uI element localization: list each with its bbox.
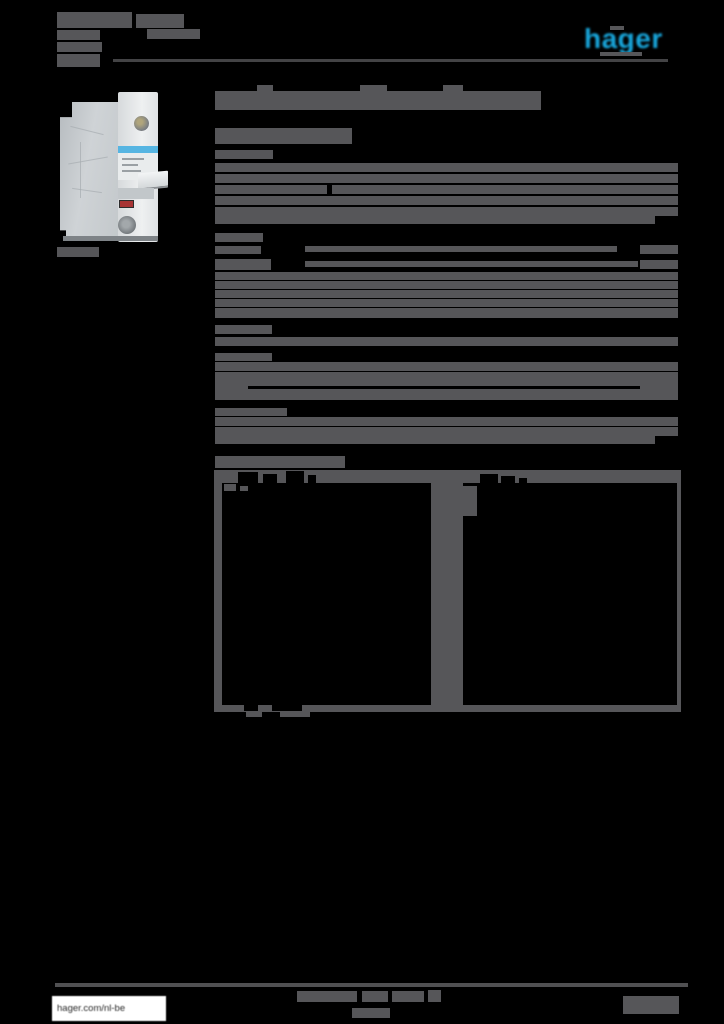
top-terminal-screw-icon: [134, 116, 149, 131]
coupling-lever: [138, 170, 168, 189]
redacted-text-block: [305, 246, 617, 252]
redacted-text-block: [215, 408, 287, 416]
redacted-text-block: [640, 386, 678, 389]
redacted-text-block: [215, 174, 678, 183]
redacted-text-block: [297, 991, 357, 1002]
redacted-text-block: [57, 247, 99, 257]
redacted-text-block: [57, 42, 102, 52]
redacted-text-block: [215, 386, 248, 389]
redacted-text-block: [215, 299, 678, 307]
redacted-text-block: [623, 996, 679, 1014]
redacted-text-block: [640, 245, 678, 254]
redacted-text-block: [215, 325, 272, 334]
redacted-text-block: [215, 362, 678, 371]
redacted-text-block: [215, 163, 678, 172]
drawing-mark: [519, 478, 527, 484]
redacted-text-block: [57, 12, 132, 28]
redacted-text-block: [360, 85, 387, 93]
redacted-text-block: [257, 85, 273, 93]
redacted-text-block: [215, 353, 272, 361]
redacted-text-block: [215, 207, 678, 216]
redacted-text-block: [215, 272, 678, 280]
drawing-mark: [480, 474, 498, 484]
redacted-text-block: [57, 54, 100, 67]
lever-shadow: [118, 188, 154, 199]
redacted-text-block: [610, 26, 624, 30]
label-text-line: [122, 158, 144, 160]
footer-divider: [55, 983, 688, 987]
redacted-text-block: [443, 85, 463, 93]
redacted-text-block: [57, 30, 100, 40]
redacted-text-block: [215, 290, 678, 298]
drawing-mark: [308, 475, 316, 483]
dimension-drawing-right: [463, 483, 677, 705]
module-body-side: [60, 102, 120, 240]
drawing-mark: [238, 472, 258, 483]
module-etching: [80, 142, 81, 198]
redacted-text-block: [215, 417, 678, 426]
redacted-text-block: [215, 91, 541, 110]
label-text-line: [122, 170, 141, 172]
redacted-text-block: [352, 1008, 390, 1018]
redacted-text-block: [215, 389, 678, 400]
header-divider: [113, 59, 668, 62]
drawing-label-mark: [240, 486, 248, 491]
website-link[interactable]: hager.com/nl-be: [52, 996, 166, 1021]
redacted-text-block: [215, 259, 271, 270]
redacted-text-block: [362, 991, 388, 1002]
redacted-text-block: [215, 456, 345, 468]
dimension-drawing-left: [222, 483, 431, 705]
redacted-text-block: [305, 261, 638, 267]
redacted-text-block: [215, 150, 273, 159]
label-text-line: [122, 164, 138, 166]
redacted-text-block: [215, 372, 678, 381]
redacted-text-block: [136, 14, 184, 28]
redacted-text-block: [392, 991, 424, 1002]
module-base: [63, 236, 158, 241]
redacted-text-block: [215, 196, 678, 205]
drawing-mark: [501, 476, 515, 484]
drawing-mark: [244, 705, 258, 711]
drawing-mark: [263, 474, 277, 483]
drawing-mark: [286, 471, 304, 483]
redacted-text-block: [280, 712, 310, 717]
redacted-text-block: [332, 185, 678, 194]
redacted-text-block: [246, 712, 262, 717]
redacted-text-block: [215, 308, 678, 318]
redacted-text-block: [428, 990, 441, 1002]
redacted-text-block: [215, 281, 678, 289]
label-blue-band: [118, 146, 158, 153]
redacted-text-block: [215, 128, 352, 144]
redacted-text-block: [600, 52, 642, 56]
redacted-text-block: [215, 185, 327, 194]
redacted-text-block: [215, 233, 263, 242]
redacted-text-block: [215, 246, 261, 254]
bottom-terminal-screw-icon: [118, 216, 136, 234]
drawing-label-mark: [463, 486, 477, 516]
redacted-text-block: [215, 216, 655, 224]
redacted-text-block: [147, 29, 200, 39]
redacted-text-block: [640, 260, 678, 269]
redacted-text-block: [215, 436, 655, 444]
drawing-mark: [272, 705, 302, 711]
technical-drawings-panel: [214, 470, 681, 712]
redacted-text-block: [215, 337, 678, 346]
redacted-text-block: [215, 381, 678, 386]
redacted-text-block: [215, 427, 678, 436]
drawing-label-mark: [224, 484, 236, 491]
product-photo: [56, 90, 168, 246]
status-indicator-window: [119, 200, 134, 208]
